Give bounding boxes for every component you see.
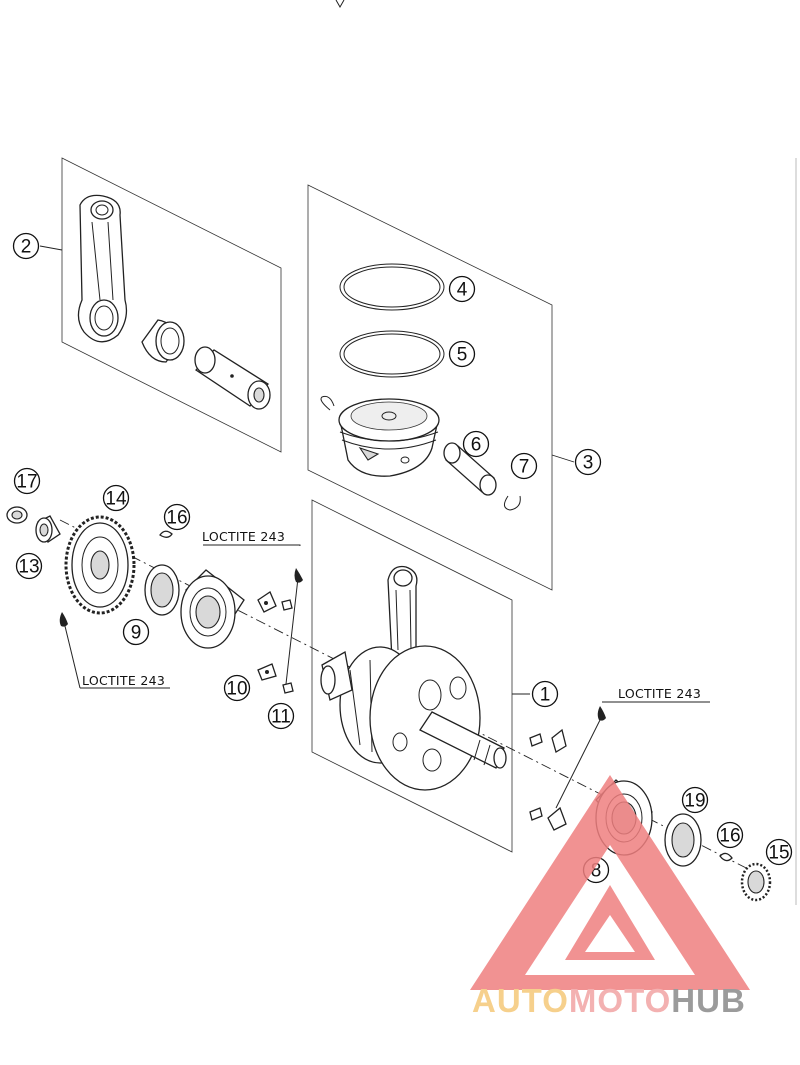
callout-number-c10: 10 [226, 679, 247, 700]
piston-ring-4 [339, 263, 445, 311]
callout-circle-c15 [765, 838, 793, 866]
callout-circle-c3 [574, 448, 602, 476]
callout-number-c4: 4 [457, 280, 468, 301]
crank-web-right [369, 645, 481, 791]
drive-gear-part-15 [740, 862, 772, 902]
callout-number-c16a: 16 [166, 508, 187, 529]
loctite-label-right: LOCTITE 243 [618, 686, 701, 701]
callout-number-c17: 17 [16, 472, 37, 493]
circlip-left [320, 395, 335, 411]
shaft-seal-part-19 [664, 813, 702, 867]
callout-circle-c2 [12, 232, 40, 260]
callout-circle-c6 [462, 430, 490, 458]
callout-number-c19: 19 [684, 791, 705, 812]
callout-circle-c1 [531, 680, 559, 708]
callout-number-c8: 8 [591, 861, 602, 882]
callout-number-c9: 9 [131, 623, 142, 644]
callouts: 1 2 3 4 5 6 7 8 9 10 11 13 14 15 16 16 17 19 [12, 232, 793, 884]
callout-circle-c10 [223, 674, 251, 702]
piston-kit-panel [307, 184, 553, 591]
watermark-triangle-logo [470, 775, 750, 990]
callout-number-c1: 1 [540, 685, 551, 706]
callout-number-c6: 6 [471, 435, 482, 456]
callout-circle-c7 [510, 452, 538, 480]
piston-ring-5 [339, 330, 445, 378]
lock-plate-right-lower [547, 806, 567, 831]
watermark-part-moto: MOTO [569, 982, 671, 1019]
callout-number-c13: 13 [18, 557, 39, 578]
big-end-bearing-part [141, 319, 185, 363]
woodruff-key-16-right [719, 852, 733, 862]
screw-right-upper [529, 733, 543, 747]
callout-number-c7: 7 [519, 457, 530, 478]
bushing-part-13 [35, 515, 61, 543]
callout-circle-c19 [681, 786, 709, 814]
screw-lower [282, 682, 294, 694]
lock-plate-right-upper [551, 728, 567, 753]
loctite-drop-right [597, 706, 606, 721]
spacer-part-17 [6, 506, 28, 524]
callout-circle-c4 [448, 275, 476, 303]
left-side-parts [6, 506, 303, 694]
callout-number-c3: 3 [583, 453, 594, 474]
connecting-rod-kit-panel [61, 157, 282, 453]
callout-circle-c11 [267, 702, 295, 730]
callout-number-c5: 5 [457, 345, 468, 366]
callout-circle-c14 [102, 484, 130, 512]
callout-number-c11: 11 [271, 707, 291, 728]
woodruff-key-16-left [159, 530, 173, 538]
callout-circle-c17 [13, 467, 41, 495]
screw-right-lower [529, 807, 543, 821]
callout-circle-c5 [448, 340, 476, 368]
callout-number-c16b: 16 [719, 826, 740, 847]
watermark-part-hub: HUB [671, 982, 746, 1019]
main-bearing-left [180, 569, 245, 649]
callout-number-c14: 14 [105, 489, 127, 510]
callout-circle-c16b [716, 821, 744, 849]
shaft-seal-part-9 [144, 564, 180, 616]
callout-number-c2: 2 [21, 237, 32, 258]
loctite-label-left: LOCTITE 243 [82, 673, 165, 688]
piston-part [338, 398, 440, 477]
loctite-drop-left [59, 612, 68, 627]
crank-pin-part [194, 346, 271, 410]
connecting-rod-part [77, 194, 128, 343]
callout-circle-c13 [15, 552, 43, 580]
circlip-right [504, 495, 521, 511]
screw-upper [281, 599, 293, 611]
loctite-drop-upper [294, 568, 303, 583]
callout-number-c15: 15 [768, 843, 789, 864]
clipped-title-fragment [335, 0, 345, 9]
automotohub-watermark: AUTOMOTOHUB [470, 775, 750, 1019]
watermark-text: AUTOMOTOHUB [472, 982, 746, 1019]
callout-circle-c16a [163, 503, 191, 531]
leader-lines [39, 245, 710, 703]
piston-pin-part [443, 442, 497, 496]
watermark-part-auto: AUTO [472, 982, 569, 1019]
balancer-gear-part-14 [64, 515, 136, 615]
callout-circle-c9 [122, 618, 150, 646]
loctite-label-upper: LOCTITE 243 [202, 529, 285, 544]
